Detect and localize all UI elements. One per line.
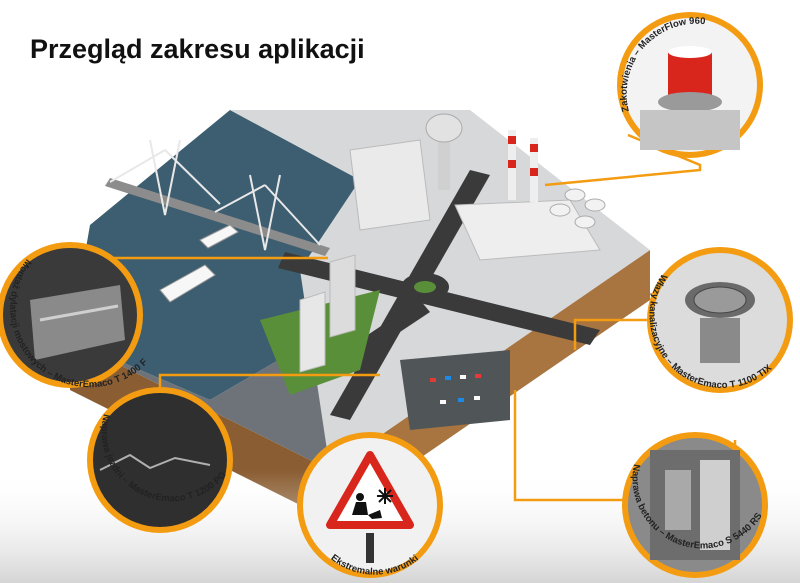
snowflake-icon [377, 488, 393, 504]
water-tower-tank [425, 113, 463, 143]
page-title: Przegląd zakresu aplikacji [30, 34, 365, 64]
callout-sewer [647, 247, 793, 393]
cruise-ship-2 [159, 264, 216, 303]
tower-2 [329, 254, 356, 338]
cruise-ship-1 [199, 224, 239, 249]
callout-anchoring [617, 12, 763, 158]
chimneys [508, 130, 538, 202]
water-tower-stem [438, 130, 450, 190]
callout-road [87, 387, 233, 533]
parking-lot [400, 350, 510, 430]
factory-block-upper [349, 139, 431, 231]
road-worker-icon [352, 493, 382, 519]
callout-extreme [297, 432, 443, 578]
callout-concrete [622, 432, 768, 578]
callout-bridge [0, 242, 143, 388]
road-main [278, 252, 600, 345]
bridge-pylons [109, 139, 321, 251]
silos [549, 188, 606, 229]
parked-cars [430, 374, 481, 404]
tower-1 [299, 291, 326, 373]
roundabout-green [414, 281, 436, 293]
